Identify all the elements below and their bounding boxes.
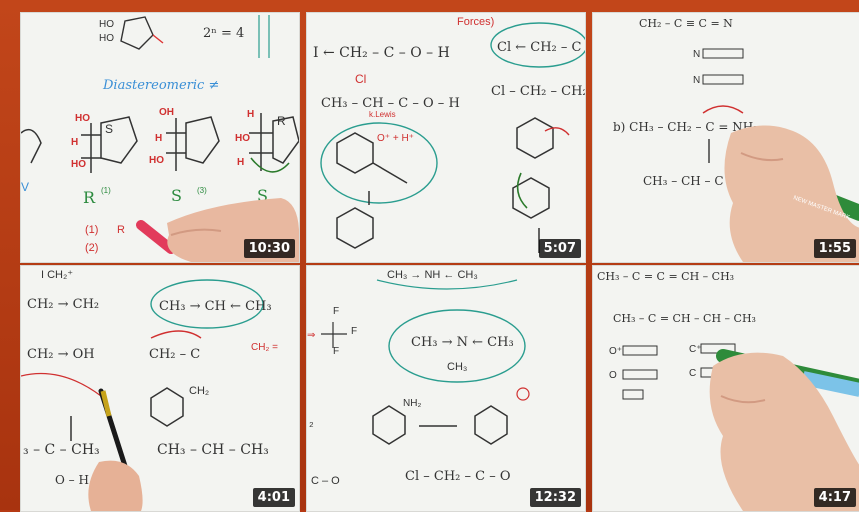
label-o2: C⁺ xyxy=(689,344,702,355)
line-1: CH₃ → N ← CH₃ xyxy=(411,335,514,350)
label-o4: C xyxy=(689,368,696,379)
label-f3: F xyxy=(333,346,339,357)
video-duration-4: 4:01 xyxy=(252,488,295,507)
line-top: CH₃ → NH ← CH₃ xyxy=(387,269,478,281)
line-2: b) CH₃ – CH₂ – C = NH₂ xyxy=(613,120,758,134)
label-s2-sup: (3) xyxy=(197,186,207,195)
line-1: I ← CH₂ – C – O – H xyxy=(313,45,450,61)
line-3: Cl – CH₂ – C – O xyxy=(405,469,511,484)
line-2: CH₃ → CH ← CH₃ xyxy=(159,299,272,314)
svg-text:R: R xyxy=(277,114,286,128)
box-label-1: N xyxy=(693,49,700,60)
video-thumbnail-4[interactable]: I CH₂⁺ CH₂ → CH₂ CH₃ → CH ← CH₃ CH₂ → OH… xyxy=(20,265,300,512)
svg-text:H: H xyxy=(247,109,254,120)
svg-text:H: H xyxy=(155,133,162,144)
svg-text:S: S xyxy=(105,122,113,136)
label-ho-1: HO xyxy=(99,19,114,30)
svg-text:CH₂ =: CH₂ = xyxy=(251,342,278,353)
label-top: I CH₂⁺ xyxy=(41,269,73,281)
line-3: CH₃ – CH – C – O – H xyxy=(321,96,460,111)
line-4: C – O xyxy=(311,475,340,487)
note-1b: R xyxy=(117,224,125,236)
label-s2: S xyxy=(171,186,182,205)
video-thumbnail-5[interactable]: CH₃ → NH ← CH₃ F F F ⇒ CH₃ → N ← CH₃ CH₃… xyxy=(306,265,586,512)
line-3: CH₂ → OH xyxy=(27,347,95,362)
whiteboard-drawing-6: CH₃ – C = C = CH – CH₃ CH₃ – C = CH – CH… xyxy=(597,270,859,511)
label-ho-2: HO xyxy=(99,33,114,44)
svg-text:₂: ₂ xyxy=(309,415,314,429)
equation-2n: 2ⁿ = 4 xyxy=(203,26,244,41)
label-v: V xyxy=(21,180,29,194)
hand-with-marker-3 xyxy=(724,125,859,262)
label-f2: F xyxy=(351,326,357,337)
line-7: ₃ – C – CH₃ xyxy=(23,442,100,458)
video-thumbnail-3[interactable]: CH₂ – C ≡ C = N N N b) CH₃ – CH₂ – C = N… xyxy=(592,12,859,263)
svg-text:HO: HO xyxy=(149,155,164,166)
line-8: O – H xyxy=(55,473,89,487)
line-1: CH₃ – C = C = CH – CH₃ xyxy=(597,270,734,283)
svg-text:OH: OH xyxy=(159,107,174,118)
line-6: CH₃ – CH – CH₃ xyxy=(157,442,269,458)
video-grid: HO HO 2ⁿ = 4 Diastereomeric ≠ xyxy=(14,8,859,512)
svg-text:O⁺ + H⁺: O⁺ + H⁺ xyxy=(377,133,414,144)
video-duration-1: 10:30 xyxy=(243,239,295,258)
label-o1: O⁺ xyxy=(609,346,622,357)
box-label-2: N xyxy=(693,75,700,86)
hand-with-marker-6 xyxy=(709,349,859,511)
line-1: CH₂ → CH₂ xyxy=(27,297,99,312)
line-2: Cl ← CH₂ – C – O xyxy=(497,40,585,55)
line-4: CH₂ – C xyxy=(149,347,200,362)
label-cl: Cl xyxy=(355,72,366,86)
video-thumbnail-2[interactable]: Forces) I ← CH₂ – C – O – H Cl ← CH₂ – C… xyxy=(306,12,586,263)
video-duration-3: 1:55 xyxy=(813,239,856,258)
svg-text:HO: HO xyxy=(235,133,250,144)
svg-text:H: H xyxy=(71,137,78,148)
label-s3: S xyxy=(257,186,268,205)
video-duration-2: 5:07 xyxy=(538,239,581,258)
whiteboard-drawing-4: I CH₂⁺ CH₂ → CH₂ CH₃ → CH ← CH₃ CH₂ → OH… xyxy=(21,269,278,511)
label-f1: F xyxy=(333,306,339,317)
whiteboard-drawing-5: CH₃ → NH ← CH₃ F F F ⇒ CH₃ → N ← CH₃ CH₃… xyxy=(307,269,530,487)
svg-text:H: H xyxy=(237,157,244,168)
video-thumbnail-6[interactable]: CH₃ – C = C = CH – CH₃ CH₃ – C = CH – CH… xyxy=(592,265,859,512)
line-4: Cl – CH₂ – CH₂ xyxy=(491,84,585,99)
label-o3: O xyxy=(609,370,617,381)
label-r1: R xyxy=(83,188,96,207)
video-duration-5: 12:32 xyxy=(529,488,581,507)
whiteboard-drawing-2: Forces) I ← CH₂ – C – O – H Cl ← CH₂ – C… xyxy=(313,16,585,253)
svg-text:HO: HO xyxy=(71,159,86,170)
video-duration-6: 4:17 xyxy=(813,488,856,507)
label-nh2: NH₂ xyxy=(403,398,421,409)
note-1: (1) xyxy=(85,224,98,236)
line-1b: CH₃ xyxy=(447,361,467,373)
line-2: CH₃ – C = CH – CH – CH₃ xyxy=(613,312,756,325)
whiteboard-drawing-1: HO HO 2ⁿ = 4 Diastereomeric ≠ xyxy=(21,15,299,262)
svg-text:⇒: ⇒ xyxy=(307,330,315,341)
hand-with-pen-4 xyxy=(88,388,143,511)
line-3: CH₃ – CH – C xyxy=(643,174,724,188)
title-diastereomeric: Diastereomeric ≠ xyxy=(102,78,219,93)
whiteboard-drawing-3: CH₂ – C ≡ C = N N N b) CH₃ – CH₂ – C = N… xyxy=(613,17,859,262)
label-r1-sup: (1) xyxy=(101,186,111,195)
label-forces: Forces) xyxy=(457,16,494,28)
svg-text:HO: HO xyxy=(75,113,90,124)
label-ch2: CH₂ xyxy=(189,385,209,397)
label-lewis: k.Lewis xyxy=(369,110,396,119)
video-thumbnail-1[interactable]: HO HO 2ⁿ = 4 Diastereomeric ≠ xyxy=(20,12,300,263)
note-2: (2) xyxy=(85,242,98,254)
line-1: CH₂ – C ≡ C = N xyxy=(639,17,733,30)
